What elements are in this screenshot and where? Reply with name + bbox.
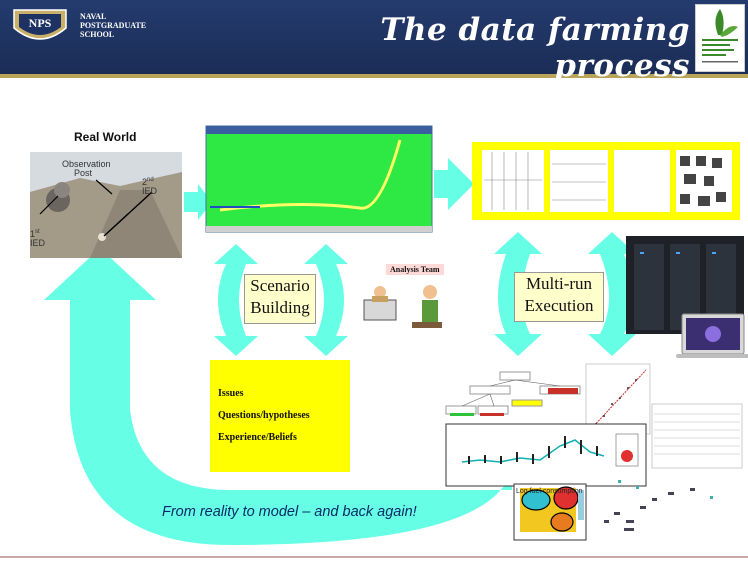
- first-ied-suffix: st: [35, 229, 40, 235]
- contour-map: [513, 483, 587, 541]
- multirun-execution-tag: Multi-run Execution: [514, 272, 604, 322]
- second-ied-label: 2nd IED: [142, 176, 157, 196]
- analysis-team-label: Analysis Team: [386, 264, 444, 275]
- second-ied-number: 2: [142, 177, 148, 187]
- banner-divider: [0, 74, 748, 78]
- scenario-building-tag: Scenario Building: [244, 274, 316, 324]
- first-ied-text: IED: [30, 238, 46, 248]
- second-ied-text: IED: [142, 186, 158, 196]
- statistics-table: [651, 403, 743, 469]
- laptop-icon: [676, 313, 748, 358]
- point-cloud: [604, 480, 713, 531]
- caption: From reality to model – and back again!: [162, 504, 417, 520]
- scenario-building-line: Scenario: [250, 276, 310, 295]
- multirun-cycle-right-arrow: [588, 232, 636, 356]
- multirun-execution-line: Execution: [524, 296, 594, 315]
- first-ied-number: 1: [30, 229, 36, 239]
- design-matrix-panel: [472, 142, 740, 220]
- scenario-cycle-right-arrow: [304, 244, 348, 356]
- scatter-plot-chart: [585, 363, 651, 435]
- second-ied-suffix: nd: [147, 177, 154, 183]
- observation-post-label-line: Post: [74, 168, 93, 178]
- school-name-line: POSTGRADUATE: [80, 21, 147, 30]
- first-ied-pointer: [39, 195, 59, 215]
- arrow-to-simulation: [184, 184, 212, 220]
- issues-item: Questions/hypotheses: [218, 410, 310, 421]
- return-arrow: [44, 248, 512, 545]
- observation-post-label-line: Observation: [62, 159, 111, 169]
- analysis-team-clipart: [363, 285, 442, 328]
- footer-divider: [0, 556, 748, 558]
- seed-logo-icon: [696, 5, 744, 71]
- arrow-to-designs: [434, 158, 474, 210]
- school-name: NAVAL POSTGRADUATE SCHOOL: [80, 12, 146, 39]
- regression-tree-chart: [444, 371, 606, 420]
- nps-crest-logo: NPS: [13, 9, 67, 40]
- real-world-heading: Real World: [74, 130, 137, 144]
- ied-pointer: [103, 191, 153, 237]
- page-title: The data farming process: [380, 12, 690, 84]
- school-name-line: NAVAL: [80, 12, 107, 21]
- school-name-line: SCHOOL: [80, 30, 115, 39]
- box-plot-xlabel: Log fuel consumption: [516, 488, 583, 495]
- observation-post-label: Observation Post: [62, 160, 111, 178]
- issues-item: Issues: [218, 388, 244, 399]
- header-banner: [0, 0, 748, 74]
- seed-center-logo: [695, 4, 745, 72]
- simulation-screenshot: [205, 125, 433, 233]
- observation-pointer: [95, 179, 113, 195]
- scenario-cycle-left-arrow: [214, 244, 258, 356]
- issues-box: Issues Questions/hypotheses Experience/B…: [210, 360, 350, 472]
- scenario-building-line: Building: [250, 298, 310, 317]
- multirun-execution-line: Multi-run: [525, 274, 593, 293]
- issues-item: Experience/Beliefs: [218, 432, 297, 443]
- first-ied-label: 1st IED: [30, 228, 45, 248]
- real-world-photo: [30, 152, 182, 258]
- box-plot-chart: [445, 423, 647, 487]
- crest-text: NPS: [29, 16, 52, 30]
